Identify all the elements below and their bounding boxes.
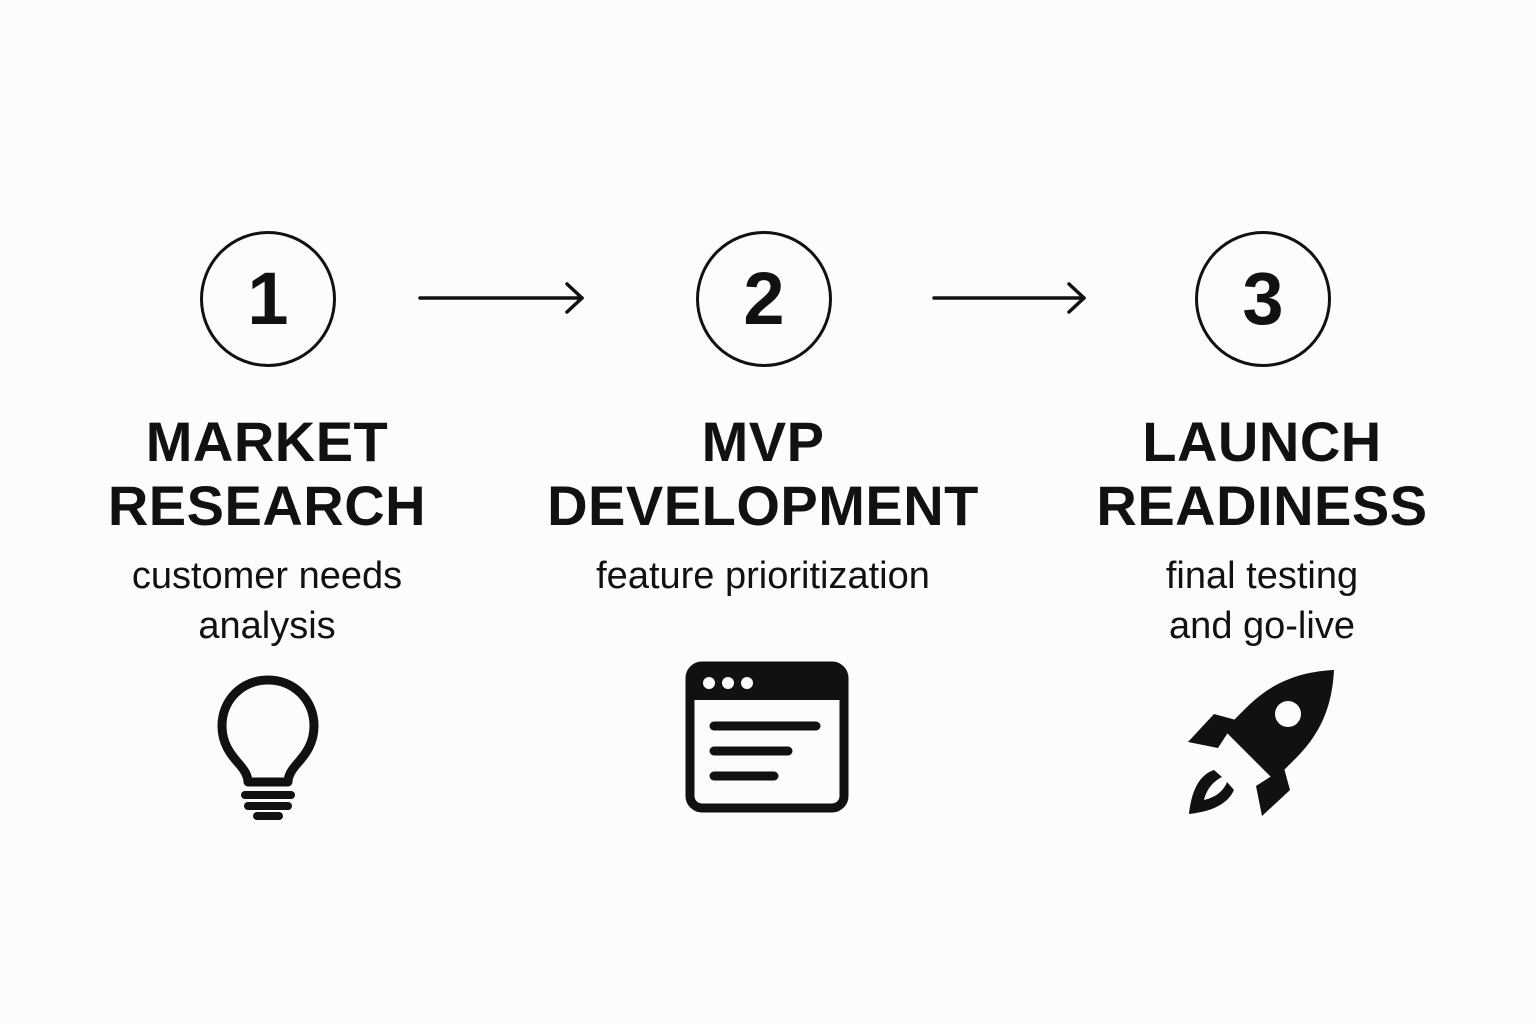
step-title-line: RESEARCH (107, 474, 427, 537)
step-description-line: analysis (198, 605, 336, 647)
step-description-line: feature prioritization (596, 555, 930, 597)
step-market-research: 1 MARKET RESEARCH customer needs analysi… (17, 0, 517, 1024)
step-mvp-development: 2 MVP DEVELOPMENT feature prioritization (513, 0, 1013, 1024)
step-title-line: LAUNCH (1142, 410, 1382, 473)
step-title: MVP DEVELOPMENT (513, 410, 1013, 538)
step-description-line: customer needs (131, 555, 403, 597)
step-description-line: and go-live (1169, 605, 1355, 647)
step-description-line: final testing (1165, 555, 1359, 597)
arrow-right-icon (418, 282, 584, 314)
step-title-line: MARKET (145, 410, 389, 473)
step-title: LAUNCH READINESS (1012, 410, 1512, 538)
step-description: customer needs analysis (17, 551, 517, 651)
lightbulb-icon (217, 675, 319, 820)
step-description: final testing and go-live (1012, 551, 1512, 651)
step-number: 2 (743, 257, 785, 340)
browser-window-icon (685, 661, 849, 813)
arrow-right-icon (932, 282, 1086, 314)
step-number: 3 (1242, 257, 1284, 340)
rocket-icon (1188, 670, 1334, 816)
step-launch-readiness: 3 LAUNCH READINESS final testing and go-… (1012, 0, 1512, 1024)
step-title-line: DEVELOPMENT (547, 474, 979, 537)
step-title-line: READINESS (1096, 474, 1428, 537)
step-number-badge: 1 (200, 231, 336, 367)
step-description: feature prioritization (513, 551, 1013, 601)
step-number: 1 (247, 257, 289, 340)
step-title: MARKET RESEARCH (17, 410, 517, 538)
step-number-badge: 3 (1195, 231, 1331, 367)
step-number-badge: 2 (696, 231, 832, 367)
step-title-line: MVP (701, 410, 825, 473)
